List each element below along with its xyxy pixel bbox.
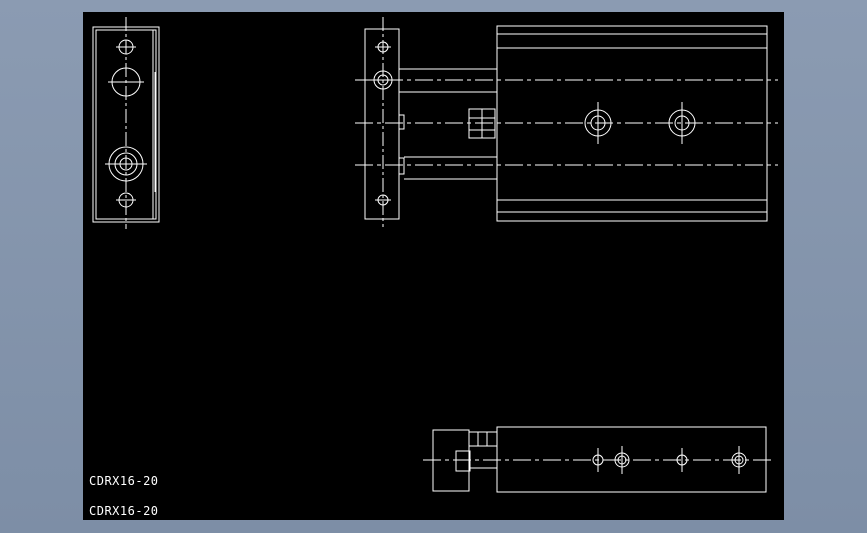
front-view-plate [364,28,400,220]
top-view-nut [468,431,498,447]
drawing-label-secondary: CDRX16-20 [89,504,159,518]
front-view-stub-lower [398,157,405,175]
end-view [92,17,160,229]
front-view [355,17,778,227]
cad-viewport[interactable]: CDRX16-20 CDRX16-20 [83,12,784,520]
top-view [423,426,775,493]
cad-drawing [92,17,778,493]
top-view-plate-notch [455,450,471,472]
drawing-label-primary: CDRX16-20 [89,474,159,488]
front-view-stub-upper [398,114,405,130]
